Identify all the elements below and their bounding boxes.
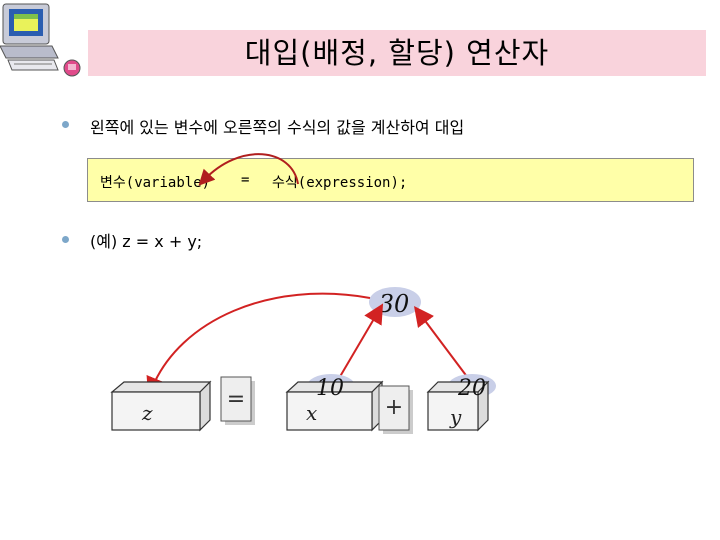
bullet-text-1: 왼쪽에 있는 변수에 오른쪽의 수식의 값을 계산하여 대입 [90, 118, 465, 137]
computer-logo-icon [0, 3, 81, 77]
plus-operator-tile: + [378, 385, 413, 434]
variable-box-x: 10 x [285, 374, 384, 432]
variable-box-y: 20 y [426, 374, 496, 432]
assign-operator: = [227, 387, 245, 412]
bullet-text-2: (예) z = x + y; [90, 232, 203, 251]
box-label-z: z [141, 401, 153, 425]
box-label-x: x [306, 401, 317, 425]
arrow-y-to-result [414, 306, 469, 379]
assign-direction-arrow [198, 153, 299, 186]
page-title: 대입(배정, 할당) 연산자 [244, 36, 550, 70]
syntax-rhs: 수식(expression); [272, 175, 408, 191]
syntax-op: = [241, 172, 250, 188]
title-banner [88, 30, 706, 76]
box-value-x: 10 [316, 376, 344, 401]
plus-operator: + [385, 395, 403, 420]
variable-box-z: z [110, 380, 212, 432]
bullet-marker [62, 121, 69, 128]
result-value: 30 [379, 290, 410, 318]
box-value-y: 20 [457, 376, 486, 401]
assignment-diagram: 30 z 10 x 20 y = + [110, 287, 496, 434]
arrow-result-to-z [146, 292, 371, 398]
assign-operator-tile: = [220, 376, 255, 425]
bullet-marker [62, 236, 69, 243]
box-label-y: y [449, 405, 462, 429]
syntax-lhs: 변수(variable) [100, 175, 211, 191]
syntax-box [87, 158, 694, 202]
arrow-x-to-result [337, 303, 384, 381]
